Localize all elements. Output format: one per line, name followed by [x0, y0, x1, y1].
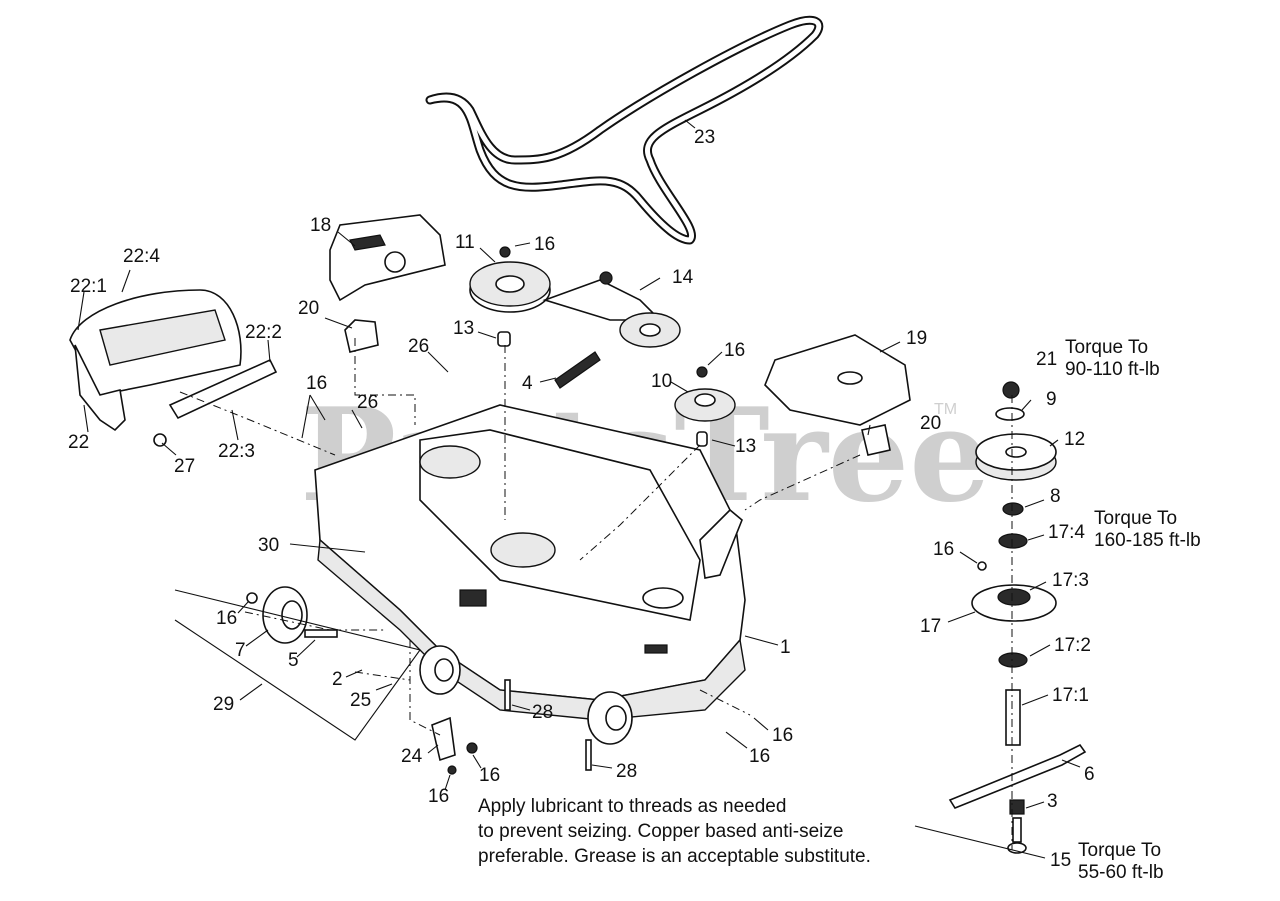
callout-20: 20 — [298, 298, 319, 319]
callout-16: 16 — [306, 373, 327, 394]
callout-1: 1 — [780, 637, 791, 658]
torque-note-bottom: Torque To 55-60 ft-lb — [1078, 840, 1164, 883]
mower-deck-shell — [314, 404, 746, 721]
bracket-20-left — [344, 319, 379, 353]
torque-3-line2: 55-60 ft-lb — [1078, 862, 1164, 883]
callout-16: 16 — [933, 539, 954, 560]
deck-wheel-right — [587, 691, 633, 745]
callout-26: 26 — [357, 392, 378, 413]
callout-16: 16 — [216, 608, 237, 629]
callout-25: 25 — [350, 690, 371, 711]
torque-note-middle: Torque To 160-185 ft-lb — [1094, 508, 1201, 551]
callout-17-3: 17:3 — [1052, 570, 1089, 591]
callout-30: 30 — [258, 535, 279, 556]
pulley-10 — [674, 366, 736, 447]
callout-17: 17 — [920, 616, 941, 637]
callout-13: 13 — [735, 436, 756, 457]
note-line-1: Apply lubricant to threads as needed — [478, 796, 786, 817]
blade-6 — [948, 743, 1087, 809]
nut-21 — [1002, 381, 1020, 399]
callout-2: 2 — [332, 669, 343, 690]
torque-2-line1: Torque To — [1094, 508, 1177, 529]
callout-27: 27 — [174, 456, 195, 477]
watermark-tm: TM — [934, 401, 957, 418]
callout-28: 28 — [616, 761, 637, 782]
center-belt-cover-18 — [329, 214, 446, 302]
torque-note-top: Torque To 90-110 ft-lb — [1065, 337, 1160, 380]
bearing-17-2 — [998, 652, 1028, 668]
spring-4 — [554, 351, 601, 389]
callout-24: 24 — [401, 746, 423, 767]
washer-9 — [995, 407, 1025, 421]
spindle-assembly — [948, 381, 1087, 854]
callout-22-1: 22:1 — [70, 276, 107, 297]
left-belt-cover — [69, 289, 278, 447]
callout-17-2: 17:2 — [1054, 635, 1091, 656]
callout-20: 20 — [920, 413, 941, 434]
callout-15: 15 — [1050, 850, 1071, 871]
callout-28: 28 — [532, 702, 553, 723]
callout-22-3: 22:3 — [218, 441, 255, 462]
anti-scalp-wheel-7 — [246, 586, 338, 644]
callout-13: 13 — [453, 318, 474, 339]
lubricant-note: Apply lubricant to threads as needed to … — [478, 796, 871, 867]
callout-16: 16 — [772, 725, 793, 746]
callout-29: 29 — [213, 694, 234, 715]
callout-6: 6 — [1084, 764, 1095, 785]
washer-3 — [1009, 799, 1025, 815]
torque-3-line1: Torque To — [1078, 840, 1161, 861]
callout-10: 10 — [651, 371, 672, 392]
callout-22-2: 22:2 — [245, 322, 282, 343]
assembly-lines — [174, 338, 1013, 850]
note-line-2: to prevent seizing. Copper based anti-se… — [478, 821, 843, 842]
spindle-shaft-17-1 — [1005, 689, 1021, 746]
callout-labels: 23 18 11 16 14 22:4 22:1 20 22:2 13 26 1… — [68, 127, 1095, 871]
idler-arm-14 — [542, 271, 681, 348]
bearing-17-4 — [998, 533, 1028, 549]
deck-wheel-left — [419, 645, 461, 695]
callout-4: 4 — [522, 373, 533, 394]
callout-22-4: 22:4 — [123, 246, 160, 267]
callout-16: 16 — [749, 746, 770, 767]
callout-16: 16 — [479, 765, 500, 786]
callout-14: 14 — [672, 267, 694, 288]
note-line-3: preferable. Grease is an acceptable subs… — [478, 846, 871, 867]
bracket-20-right — [861, 424, 891, 456]
callout-17-1: 17:1 — [1052, 685, 1089, 706]
callout-17-4: 17:4 — [1048, 522, 1085, 543]
callout-3: 3 — [1047, 791, 1058, 812]
callout-22: 22 — [68, 432, 89, 453]
right-belt-cover-19 — [764, 334, 911, 426]
torque-1-line1: Torque To — [1065, 337, 1148, 358]
pulley-11 — [469, 246, 551, 347]
bearing-8 — [1002, 502, 1024, 516]
callout-8: 8 — [1050, 486, 1061, 507]
torque-1-line2: 90-110 ft-lb — [1065, 359, 1160, 380]
callout-5: 5 — [288, 650, 299, 671]
callout-18: 18 — [310, 215, 331, 236]
callout-19: 19 — [906, 328, 927, 349]
bracket-24 — [431, 716, 478, 775]
leader-lines — [77, 119, 1081, 859]
callout-23: 23 — [694, 127, 715, 148]
callout-26: 26 — [408, 336, 429, 357]
drive-belt — [425, 15, 824, 245]
bolts-28 — [504, 679, 592, 771]
callout-7: 7 — [235, 640, 246, 661]
callout-9: 9 — [1046, 389, 1057, 410]
callout-11: 11 — [455, 232, 475, 253]
callout-21: 21 — [1036, 349, 1057, 370]
callout-16: 16 — [428, 786, 449, 807]
callout-16: 16 — [534, 234, 555, 255]
callout-12: 12 — [1064, 429, 1085, 450]
callout-16: 16 — [724, 340, 745, 361]
torque-2-line2: 160-185 ft-lb — [1094, 530, 1201, 551]
